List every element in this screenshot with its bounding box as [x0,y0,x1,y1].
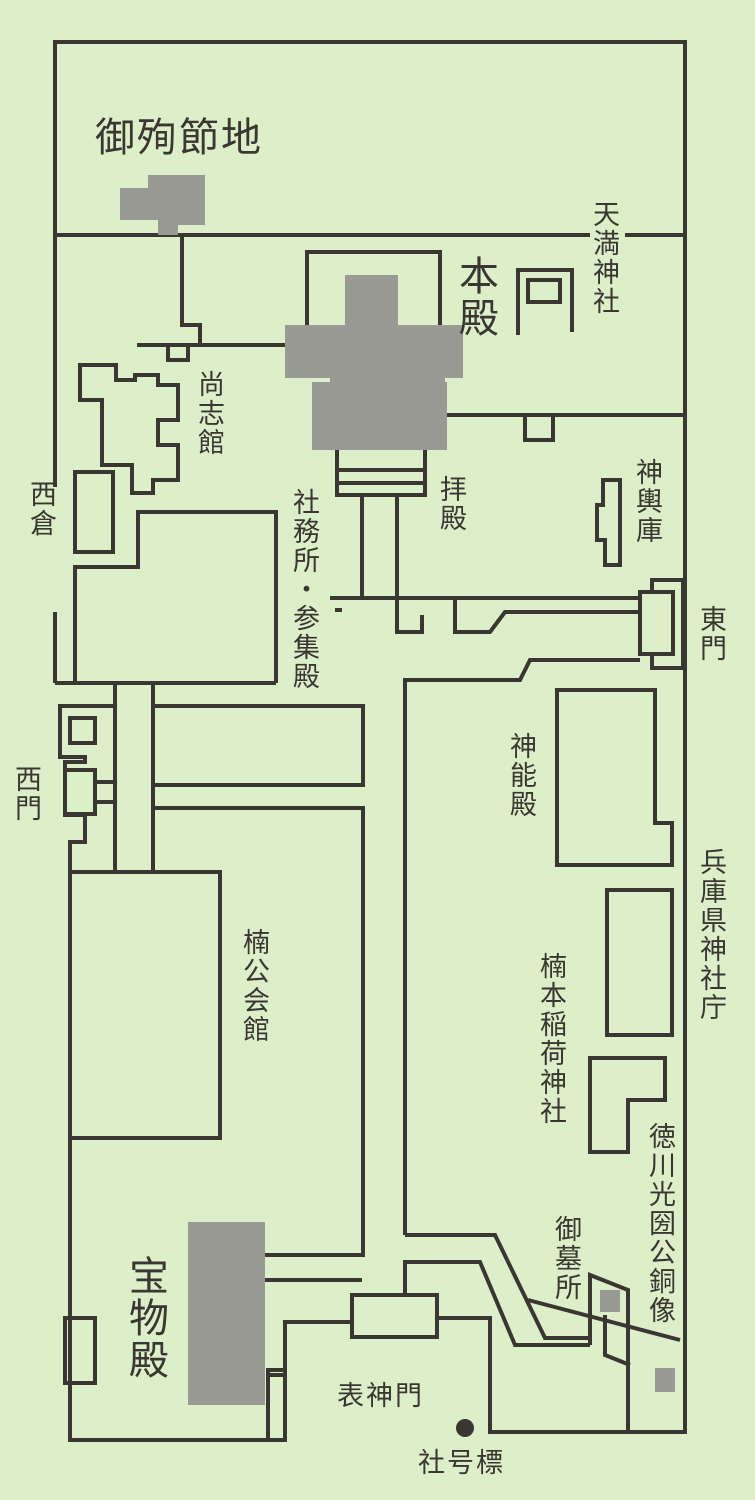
tenman-shrine-box [526,278,562,304]
homotsuden-building [188,1222,265,1405]
tenman-shrine [516,268,574,335]
gobosho-fence [588,1272,630,1432]
label-shamusho: 社務所・参集殿 [288,488,319,691]
label-higashimon: 東門 [695,605,726,663]
label-nishikura: 西倉 [25,480,56,538]
path-gobosho-2 [603,1315,631,1367]
label-hyogo-jinjacho: 兵庫県神社庁 [695,848,726,1022]
path-east-gate-lower [403,658,640,1235]
west-gate-box [68,716,97,745]
nishikura-building [73,470,115,554]
shoshikan-building [78,363,180,495]
shinnoden-building [555,688,674,867]
west-gate [63,768,97,816]
east-gate [638,590,675,656]
label-gojunsetsuchi: 御殉節地 [95,115,263,161]
honden-fence [305,250,442,340]
gojunsetsuchi-monument [120,175,205,235]
corridor-east [395,495,424,634]
label-tokugawa-statue: 徳川光圀公銅像 [644,1122,675,1325]
label-nankou-kaikan: 楠公会館 [238,928,269,1044]
east-gate-frame [650,578,685,670]
label-gobosho: 御墓所 [550,1215,581,1302]
small-structure-east [523,413,555,442]
label-mikoshiko: 神輿庫 [631,458,662,545]
label-honden: 本殿 [452,255,498,339]
mikoshiko-building [595,478,622,567]
label-nishimon: 西門 [10,765,41,823]
shagohyo-marker [456,1419,474,1437]
label-shoshikan: 尚志館 [193,370,224,457]
label-shagohyo: 社号標 [418,1448,505,1479]
label-omote-shinmon: 表神門 [337,1381,424,1412]
omote-shinmon-gate [350,1293,439,1339]
tokugawa-statue [655,1368,675,1392]
label-homotsuden: 宝物殿 [122,1255,168,1381]
honden-building [285,275,463,450]
label-shinnoden: 神能殿 [505,732,536,819]
path-north [180,235,202,345]
block-1 [155,704,365,787]
jinjacho-building [605,888,674,1037]
small-structure [166,343,190,362]
block-2 [155,806,365,1257]
boundary-outer [53,40,687,1434]
inari-shrine [588,1056,667,1154]
west-south-gate [63,1316,97,1385]
label-tenman-jinja: 天満神社 [588,200,619,316]
shamusho-building [73,510,278,683]
gate-path-right [405,1233,590,1340]
label-kusumoto-inari: 楠本稲荷神社 [535,952,566,1126]
label-haiden: 拝殿 [435,475,466,533]
nankou-kaikan-building [68,870,222,1140]
gate-post-left [266,1368,287,1442]
gate-path [403,1260,590,1347]
gate-wall-right [437,1316,628,1434]
gobosho-tomb [600,1290,620,1312]
path-east-gate [453,600,640,634]
